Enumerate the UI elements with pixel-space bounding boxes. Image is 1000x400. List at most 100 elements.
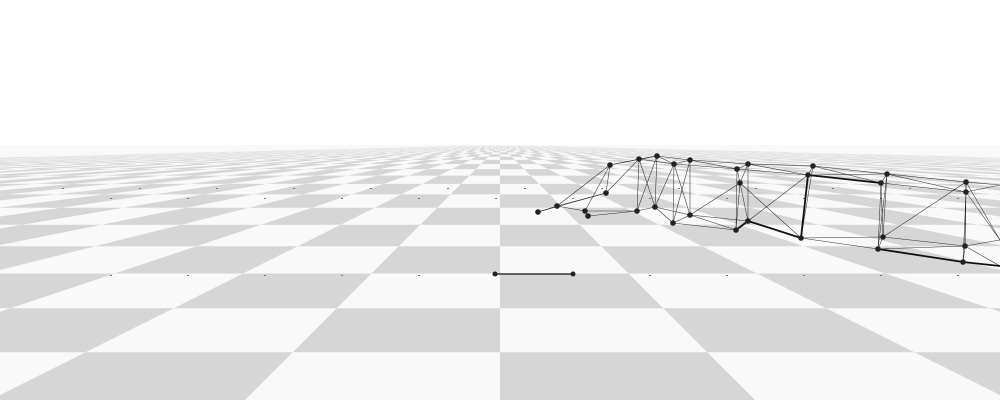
truss-edge xyxy=(882,181,967,238)
ground-bar xyxy=(492,271,576,277)
truss-node xyxy=(737,180,743,186)
truss-node xyxy=(734,166,740,172)
truss-edge xyxy=(965,184,1000,193)
truss-edge xyxy=(747,220,802,239)
truss-node xyxy=(636,156,642,162)
truss-node xyxy=(745,161,751,167)
checkerboard-floor xyxy=(0,145,1000,400)
truss-edge xyxy=(556,164,611,207)
truss-node xyxy=(654,153,660,159)
truss-edge xyxy=(880,182,967,193)
truss-edge xyxy=(736,168,809,176)
truss-node xyxy=(603,190,609,196)
truss-edge xyxy=(672,163,675,224)
truss-edge xyxy=(965,181,1000,241)
truss-node xyxy=(652,204,658,210)
truss-edge xyxy=(747,174,809,222)
truss-edge xyxy=(747,163,809,176)
truss-node xyxy=(554,203,560,209)
truss-edge xyxy=(739,182,802,239)
truss-edges xyxy=(537,155,1000,267)
truss-edge xyxy=(636,206,656,212)
truss-edge xyxy=(739,163,749,184)
truss-edge xyxy=(800,237,879,250)
truss-node xyxy=(585,213,591,219)
truss-edge xyxy=(800,174,809,239)
truss-edge xyxy=(965,191,1000,241)
truss-edge xyxy=(689,214,749,222)
truss-edge xyxy=(877,245,966,250)
truss-edge xyxy=(877,173,888,250)
truss-node xyxy=(687,157,693,163)
truss-edge xyxy=(587,210,638,217)
truss-edge xyxy=(735,168,738,231)
truss-edge xyxy=(654,206,674,224)
truss-edge xyxy=(877,248,964,263)
truss-node xyxy=(875,246,881,252)
truss-node xyxy=(670,220,676,226)
truss-node xyxy=(880,234,886,240)
truss-node xyxy=(671,161,677,167)
truss-edge xyxy=(656,155,691,161)
truss-node xyxy=(962,243,968,249)
truss-edge xyxy=(880,182,884,238)
truss-edge xyxy=(800,165,814,239)
truss-edge xyxy=(672,214,691,224)
truss-edge xyxy=(807,173,888,176)
truss-edge xyxy=(636,158,640,212)
truss-edge xyxy=(584,164,611,212)
truss-edge xyxy=(962,191,967,263)
truss-edge xyxy=(556,205,586,212)
truss-edge xyxy=(689,159,749,165)
truss-node xyxy=(733,227,739,233)
truss-edge xyxy=(638,158,675,165)
truss-edge xyxy=(886,173,967,193)
truss-edge xyxy=(656,155,675,165)
truss-node xyxy=(687,212,693,218)
truss-node xyxy=(745,218,751,224)
truss-edge xyxy=(636,155,658,212)
truss-edge xyxy=(689,214,737,231)
truss-edge xyxy=(807,174,882,184)
truss-edge xyxy=(654,163,675,208)
truss-edge xyxy=(965,181,1000,186)
truss-node xyxy=(963,189,969,195)
truss-edge xyxy=(672,159,691,224)
truss-edge xyxy=(739,182,749,222)
truss-edge xyxy=(747,163,814,167)
truss-edge xyxy=(800,236,884,239)
truss-edge xyxy=(556,192,607,207)
truss-node xyxy=(960,259,966,265)
truss-node xyxy=(805,172,811,178)
truss-node xyxy=(963,179,969,185)
truss-node xyxy=(607,162,613,168)
truss-edge xyxy=(962,261,1000,267)
truss-edge xyxy=(689,159,738,170)
truss-edge xyxy=(812,165,888,175)
truss-edge xyxy=(964,245,1000,267)
truss-edge xyxy=(609,155,658,166)
truss-edge xyxy=(605,158,640,194)
truss-edge xyxy=(882,173,888,238)
truss-edge xyxy=(654,206,691,216)
truss-node xyxy=(582,208,588,214)
truss-node xyxy=(634,208,640,214)
truss-node xyxy=(798,235,804,241)
truss-node xyxy=(878,180,884,186)
truss-edge xyxy=(672,222,737,231)
truss-node xyxy=(884,171,890,177)
truss-edge xyxy=(673,163,738,170)
truss-node xyxy=(535,209,541,215)
truss-edge xyxy=(964,239,1000,247)
truss-edge xyxy=(877,182,882,250)
truss-edge xyxy=(654,155,658,208)
truss-edge xyxy=(735,182,741,231)
truss-nodes xyxy=(535,153,969,265)
truss-edge xyxy=(882,236,966,247)
truss-edge xyxy=(689,182,741,216)
truss-edge xyxy=(605,164,611,194)
truss-edge xyxy=(886,173,967,183)
truss-node xyxy=(810,163,816,169)
